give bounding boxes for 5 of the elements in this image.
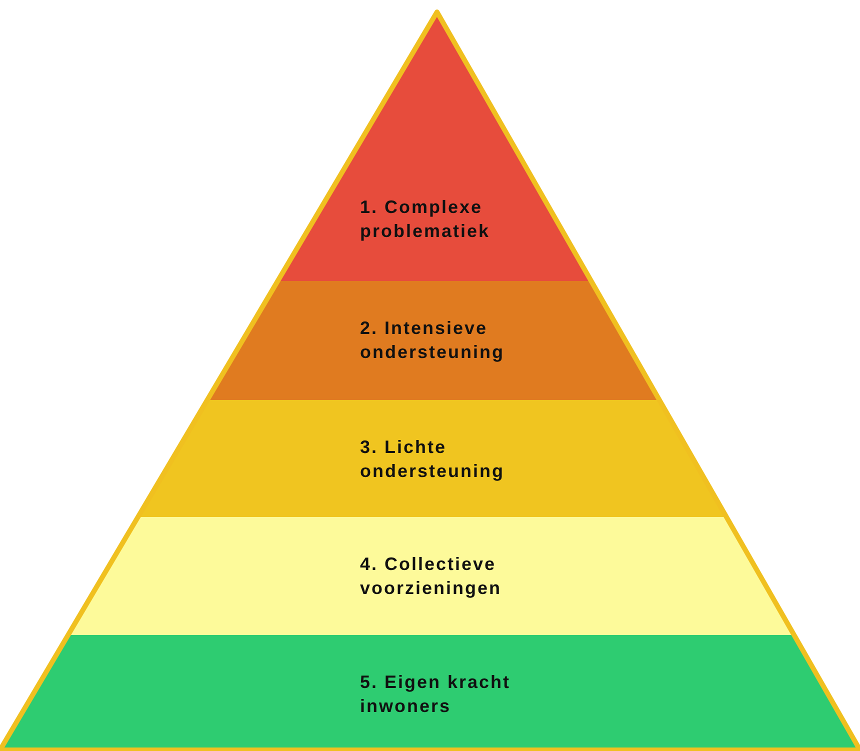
- level-label: 5. Eigen kracht inwoners: [360, 671, 512, 718]
- level-label: 4. Collectieve voorzieningen: [360, 553, 503, 600]
- level-label: 2. Intensieve ondersteuning: [360, 317, 506, 364]
- level-label: 3. Lichte ondersteuning: [360, 436, 506, 483]
- level-label: 1. Complexe problematiek: [360, 196, 492, 243]
